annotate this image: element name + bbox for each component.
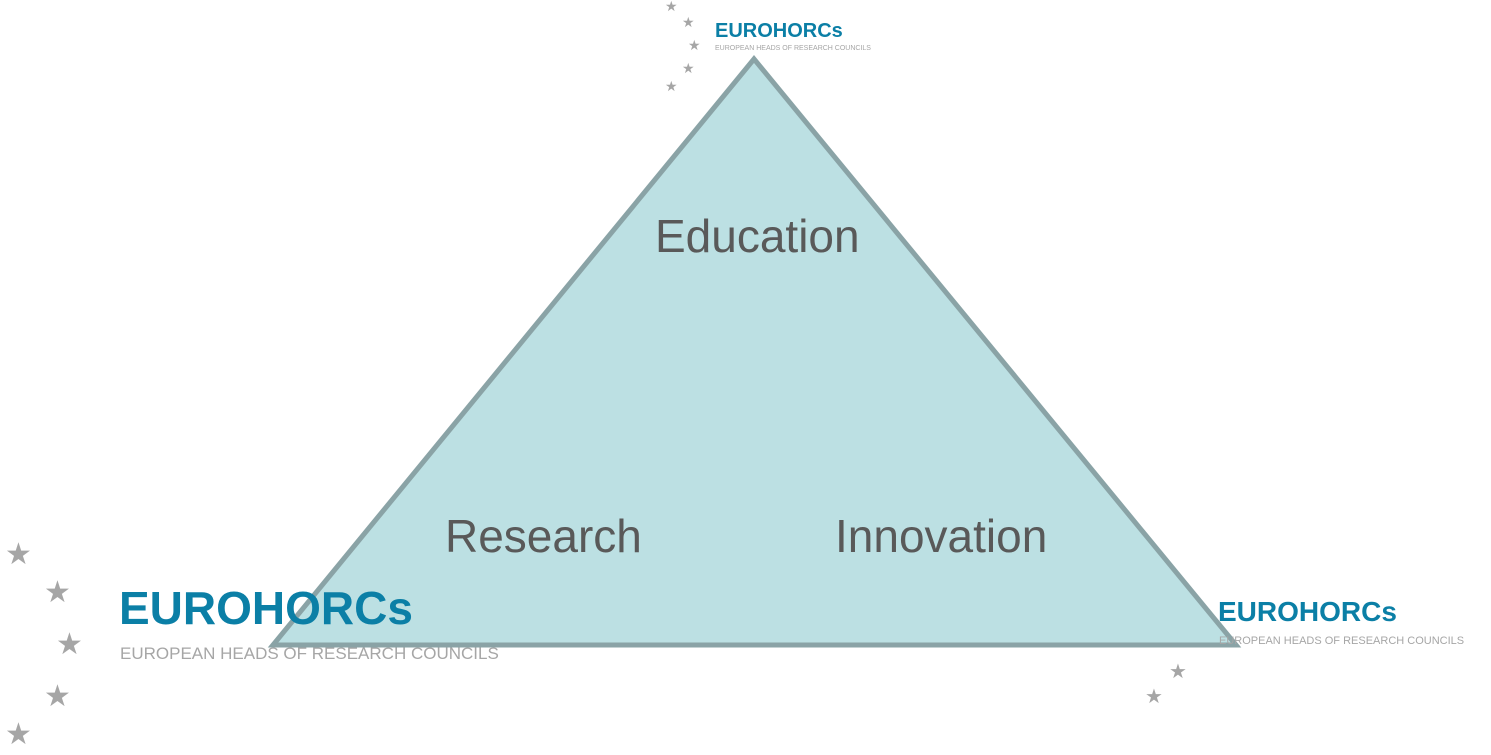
star-icon: ★: [5, 717, 32, 752]
star-icon: ★: [665, 79, 678, 95]
logo-top-title: EUROHORCs: [715, 20, 843, 42]
label-education: Education: [655, 210, 860, 262]
logo-bottom-left-title: EUROHORCs: [119, 582, 413, 634]
logo-bottom-right-subtitle: EUROPEAN HEADS OF RESEARCH COUNCILS: [1219, 635, 1465, 647]
star-icon: ★: [44, 679, 71, 714]
star-icon: ★: [688, 38, 701, 54]
star-icon: ★: [56, 627, 83, 662]
logo-top-subtitle: EUROPEAN HEADS OF RESEARCH COUNCILS: [715, 45, 871, 52]
label-research: Research: [445, 510, 642, 562]
triangle-shape: [267, 55, 1242, 648]
star-icon: ★: [5, 537, 32, 572]
star-icon: ★: [1145, 684, 1163, 708]
logo-bottom-right-title: EUROHORCs: [1218, 596, 1397, 627]
star-icon: ★: [682, 61, 695, 77]
label-innovation: Innovation: [835, 510, 1048, 562]
star-icon: ★: [682, 15, 695, 31]
star-icon: ★: [1169, 659, 1187, 683]
logo-bottom-left-subtitle: EUROPEAN HEADS OF RESEARCH COUNCILS: [120, 644, 499, 663]
star-icon: ★: [665, 0, 678, 15]
star-icon: ★: [44, 575, 71, 610]
